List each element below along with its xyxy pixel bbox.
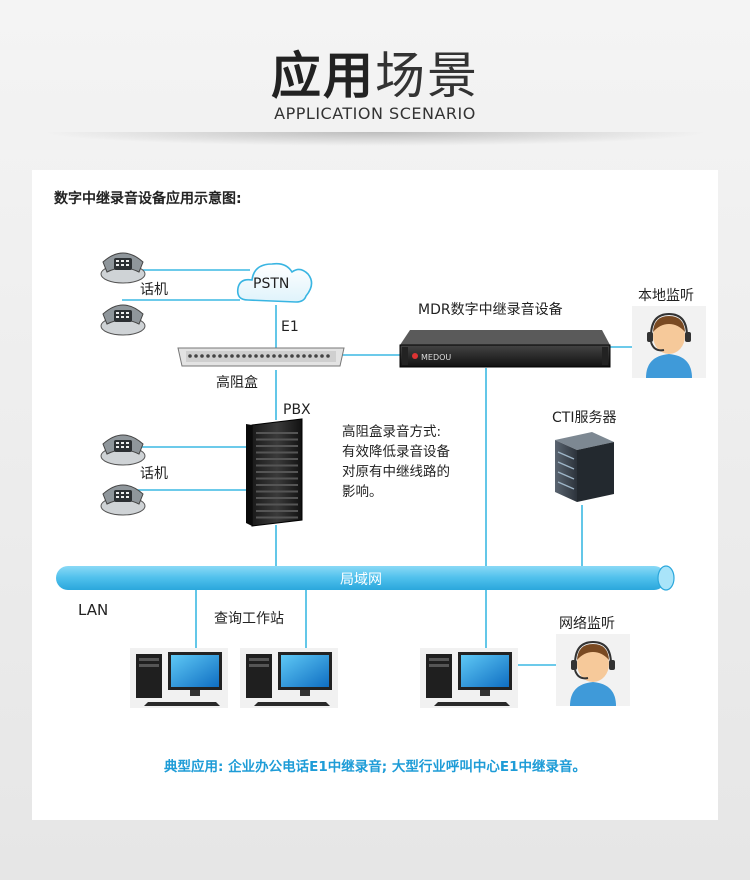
port-dot	[212, 354, 216, 358]
phone-icon	[100, 484, 146, 516]
rack-slot	[256, 490, 298, 493]
note-text: 高阻盒录音方式: 有效降低录音设备 对原有中继线路的 影响。	[342, 423, 450, 500]
label-cti-server: CTI服务器	[552, 410, 616, 426]
rack-slot	[256, 451, 298, 454]
rack-slot	[256, 438, 298, 441]
label-local-monitor: 本地监听	[638, 288, 694, 304]
rack-slot	[256, 484, 298, 486]
port-dot	[290, 354, 294, 358]
port-dot	[188, 354, 192, 358]
note-line: 高阻盒录音方式:	[342, 423, 441, 440]
port-dot	[194, 354, 198, 358]
note-line: 对原有中继线路的	[342, 464, 450, 480]
lan-bus	[56, 565, 675, 591]
label-high-impedance-box: 高阻盒	[216, 374, 258, 391]
port-dot	[218, 354, 222, 358]
port-dot	[248, 354, 252, 358]
port-dot	[296, 354, 300, 358]
page-title: 应用场景	[0, 36, 750, 108]
port-dot	[278, 354, 282, 358]
label-mdr-device: MDR数字中继录音设备	[418, 301, 563, 318]
port-dot	[200, 354, 204, 358]
port-dot	[320, 354, 324, 358]
rack-slot	[256, 477, 298, 480]
port-dot	[206, 354, 210, 358]
label-e1: E1	[281, 319, 299, 335]
rack-slot	[256, 471, 298, 473]
port-dot	[326, 354, 330, 358]
port-dot	[242, 354, 246, 358]
workstation-computer-icon	[130, 648, 228, 708]
phone-icon	[100, 304, 146, 336]
mdr-recorder-device-icon: MEDOU	[399, 330, 611, 368]
port-dot	[308, 354, 312, 358]
label-lan-bus: 局域网	[340, 572, 382, 588]
label-query-workstation: 查询工作站	[214, 611, 284, 627]
port-dot	[236, 354, 240, 358]
label-phones-bottom: 话机	[140, 466, 168, 482]
diagram-heading: 数字中继录音设备应用示意图:	[54, 190, 242, 207]
note-line: 影响。	[342, 484, 383, 500]
label-pbx: PBX	[283, 402, 311, 418]
port-dot	[302, 354, 306, 358]
page-subtitle: APPLICATION SCENARIO	[274, 104, 476, 123]
headset-operator-icon	[632, 306, 706, 378]
rack-slot	[256, 503, 298, 506]
high-impedance-box-icon	[177, 347, 345, 367]
rack-slot	[256, 497, 298, 499]
port-dot	[224, 354, 228, 358]
port-dot	[284, 354, 288, 358]
title-light: 场景	[375, 47, 479, 105]
port-dot	[266, 354, 270, 358]
port-dot	[260, 354, 264, 358]
label-phones-top: 话机	[140, 282, 168, 298]
label-network-monitor: 网络监听	[559, 616, 615, 632]
phone-icon	[100, 434, 146, 466]
phone-icon	[100, 252, 146, 284]
device-brand: MEDOU	[421, 353, 451, 362]
port-dot	[272, 354, 276, 358]
note-line: 有效降低录音设备	[342, 443, 450, 460]
label-pstn: PSTN	[253, 276, 289, 292]
rack-slot	[256, 510, 298, 512]
rack-slot	[256, 464, 298, 467]
rack-slot	[256, 445, 298, 447]
workstation-computer-icon	[240, 648, 338, 708]
port-dot	[230, 354, 234, 358]
port-dot	[314, 354, 318, 358]
pstn-cloud-icon	[236, 262, 313, 303]
header-shadow	[40, 132, 710, 146]
rack-slot	[256, 458, 298, 460]
label-lan: LAN	[78, 601, 108, 619]
pbx-rack-icon	[246, 418, 303, 527]
typical-application-text: 典型应用: 企业办公电话E1中继录音; 大型行业呼叫中心E1中继录音。	[164, 758, 586, 775]
rack-slot	[256, 432, 298, 434]
headset-operator-icon	[556, 634, 630, 706]
rack-slot	[256, 516, 298, 519]
title-bold: 应用	[271, 47, 375, 105]
port-dot	[254, 354, 258, 358]
cti-server-icon	[555, 432, 614, 502]
workstation-computer-icon	[420, 648, 518, 708]
